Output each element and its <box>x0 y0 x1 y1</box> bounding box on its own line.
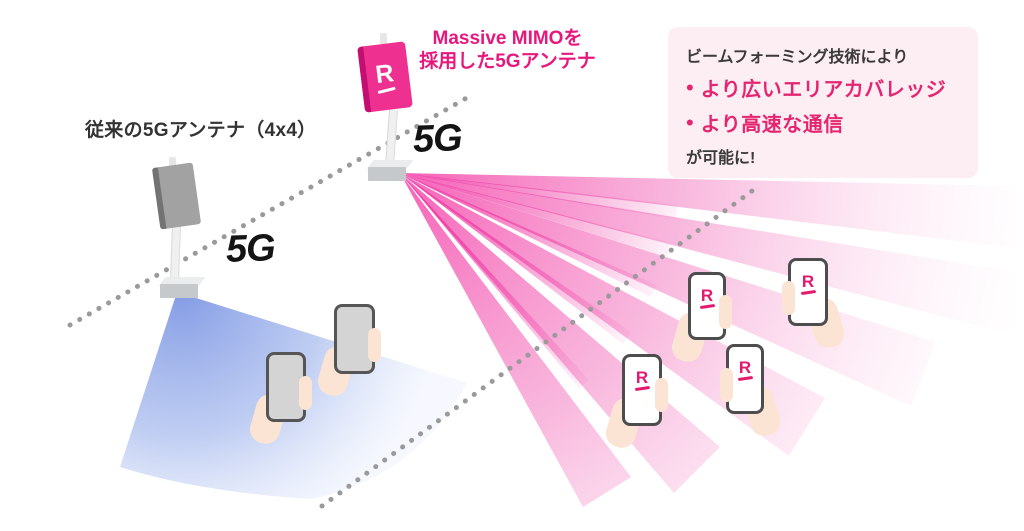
benefit-item-coverage: • より広いエリアカバレッジ <box>686 73 960 102</box>
antenna-pole <box>169 222 182 284</box>
pink-beam-3 <box>400 173 935 406</box>
hand-fingers <box>719 295 732 330</box>
rakuten-logo-underline <box>800 290 816 296</box>
antenna-panel-edge <box>151 167 167 230</box>
rakuten-logo-letter: R <box>700 285 714 305</box>
legacy-coverage-phone-1 <box>246 352 312 448</box>
rakuten-logo: R <box>634 368 650 392</box>
antenna-base-front <box>368 167 406 181</box>
hand-fingers <box>368 327 381 362</box>
pink-beam-6 <box>400 173 631 507</box>
rakuten-logo-letter: R <box>801 272 815 292</box>
pink-beam-streak-2 <box>400 173 671 257</box>
benefit-item-speed: • より高速な通信 <box>686 108 960 137</box>
antenna-panel-edge <box>357 46 372 113</box>
legacy-antenna-caption: 従来の5Gアンテナ（4x4） <box>85 120 317 141</box>
rakuten-logo-letter: R <box>635 368 649 388</box>
legacy-antenna <box>150 155 220 300</box>
rakuten-logo: R <box>800 272 816 296</box>
legacy-5g-label: 5G <box>225 227 276 271</box>
beamforming-benefits-box: ビームフォーミング技術により • より広いエリアカバレッジ • より高速な通信 … <box>668 27 978 178</box>
antenna-panel <box>151 162 202 230</box>
benefit-text-speed: より高速な通信 <box>700 114 844 136</box>
hand-fingers <box>655 378 668 413</box>
benefit-text-coverage: より広いエリアカバレッジ <box>700 79 947 101</box>
pink-beam-streak-4 <box>400 173 631 344</box>
rakuten-logo-letter: R <box>738 357 752 377</box>
pink-beam-streak-3 <box>400 173 657 297</box>
coverage-boundary-dotted-line-left <box>67 93 473 328</box>
rakuten-logo: R <box>737 357 753 381</box>
hand-fingers <box>299 375 312 410</box>
mimo-coverage-phone-2: R <box>782 258 848 352</box>
bullet-icon: • <box>686 109 694 135</box>
benefits-outro: が可能に! <box>686 150 756 167</box>
bullet-icon: • <box>686 74 694 100</box>
mimo-antenna-pink-beams <box>400 173 1016 507</box>
rakuten-logo: R <box>373 59 396 95</box>
rakuten-logo-letter: R <box>373 59 396 90</box>
pink-beam-streak-1 <box>400 173 678 219</box>
pink-beam-streak-5 <box>400 173 589 388</box>
mimo-coverage-phone-1: R <box>668 272 732 366</box>
antenna-top-stub <box>380 33 387 48</box>
mimo-caption-line1: Massive MIMOを <box>432 28 583 49</box>
mimo-coverage-phone-3: R <box>602 354 668 452</box>
pink-beam-4 <box>400 173 825 456</box>
hand-fingers <box>720 367 733 402</box>
mimo-coverage-phone-4: R <box>720 344 784 440</box>
legacy-coverage-phone-2 <box>314 304 381 400</box>
rakuten-logo-underline <box>634 386 650 392</box>
mimo-antenna: R <box>356 30 434 181</box>
rakuten-logo: R <box>699 285 715 309</box>
mimo-5g-label: 5G <box>412 117 463 161</box>
mimo-antenna-caption: Massive MIMOを 採用した5Gアンテナ <box>400 27 615 73</box>
benefits-intro: ビームフォーミング技術により <box>686 49 909 66</box>
coverage-boundary-dotted-line-right <box>319 188 755 509</box>
mimo-caption-line2: 採用した5Gアンテナ <box>419 51 596 72</box>
antenna-pole <box>385 109 398 167</box>
hand-fingers <box>782 281 795 316</box>
antenna-base-front <box>160 284 198 298</box>
